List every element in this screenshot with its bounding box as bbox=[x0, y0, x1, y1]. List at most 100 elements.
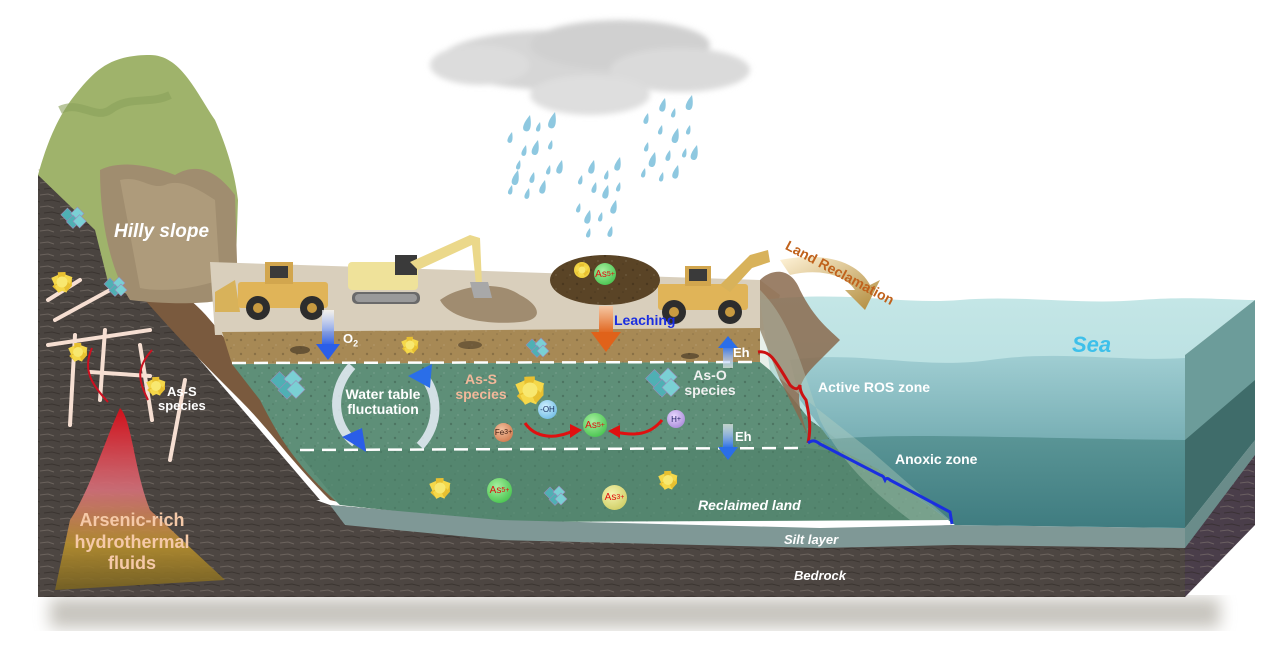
label-sea: Sea bbox=[1072, 332, 1112, 357]
raindrop bbox=[685, 95, 693, 110]
raindrop bbox=[507, 132, 513, 143]
leaching-arrow bbox=[591, 306, 621, 352]
eh-down-arrow bbox=[718, 424, 738, 460]
label-anoxic-zone: Anoxic zone bbox=[895, 451, 978, 467]
reclamation-fill bbox=[760, 271, 950, 520]
raindrop bbox=[556, 160, 563, 174]
raindrop bbox=[643, 142, 649, 152]
loader-right bbox=[658, 250, 770, 324]
ion-base: As bbox=[604, 492, 617, 503]
label-line: fluctuation bbox=[347, 401, 419, 418]
as-s-mineral-icon bbox=[401, 336, 419, 354]
raindrop bbox=[665, 150, 671, 161]
as-o-mineral-icon bbox=[270, 369, 306, 400]
raindrop bbox=[602, 185, 609, 199]
label-line: As-S bbox=[167, 384, 197, 399]
active-ros-zone-bracket bbox=[757, 350, 812, 444]
label-eh-top: Eh bbox=[733, 345, 750, 360]
raindrop bbox=[685, 125, 691, 135]
rain-cloud bbox=[430, 20, 750, 115]
hydrothermal-plume bbox=[55, 408, 225, 590]
raindrop bbox=[614, 157, 621, 171]
raindrop bbox=[588, 160, 595, 174]
ion-base: As bbox=[489, 485, 502, 496]
raindrop bbox=[539, 180, 546, 194]
raindrops bbox=[507, 95, 698, 238]
label-o2-sub: 2 bbox=[353, 338, 359, 349]
raindrop bbox=[643, 113, 649, 124]
label-bedrock: Bedrock bbox=[794, 568, 847, 583]
label-line: species bbox=[455, 386, 507, 403]
label-active-ros-zone: Active ROS zone bbox=[818, 379, 931, 395]
raindrop bbox=[521, 145, 527, 156]
as-o-mineral-icon bbox=[60, 206, 87, 229]
label-hydrothermal-fluids: Arsenic-rich hydrothermal fluids bbox=[64, 510, 200, 575]
label-line: As-O bbox=[693, 367, 727, 383]
label-line: species bbox=[684, 382, 736, 399]
raindrop bbox=[607, 226, 613, 237]
excavator bbox=[348, 235, 492, 304]
label-as-o-species: As-O species bbox=[680, 367, 740, 399]
as-s-mineral-icon bbox=[575, 263, 589, 277]
silt-layer bbox=[330, 505, 1185, 548]
raindrop bbox=[659, 98, 666, 112]
as-o-mineral-icon bbox=[543, 485, 568, 506]
raindrop bbox=[507, 185, 513, 195]
raindrop bbox=[548, 112, 556, 129]
bedrock-layer bbox=[38, 420, 1255, 597]
fluid-paths bbox=[87, 347, 153, 403]
ion-base: As bbox=[585, 419, 597, 431]
eh-up-arrow bbox=[718, 336, 738, 368]
label-silt-layer: Silt layer bbox=[784, 532, 839, 547]
raindrop bbox=[681, 148, 687, 158]
label-line: Arsenic-rich bbox=[79, 510, 185, 530]
ion-base: Fe bbox=[494, 428, 505, 437]
ion-base: -OH bbox=[540, 405, 555, 414]
label-o2: O2 bbox=[343, 331, 359, 349]
raindrop bbox=[535, 122, 541, 132]
sea bbox=[760, 296, 1255, 548]
label-reclaimed-land: Reclaimed land bbox=[698, 497, 801, 513]
raindrop bbox=[610, 200, 617, 214]
label-water-table-fluctuation: Water table fluctuation bbox=[343, 386, 423, 418]
land-reclamation-arrow bbox=[780, 256, 880, 310]
reaction-arrow-left bbox=[523, 422, 576, 438]
as-o-mineral-icon bbox=[103, 276, 128, 297]
ion-charge: 5+ bbox=[596, 421, 605, 429]
raindrop bbox=[529, 172, 535, 183]
raindrop bbox=[657, 125, 663, 135]
raindrop bbox=[671, 128, 679, 143]
as-s-mineral-icon bbox=[515, 376, 545, 405]
as-s-mineral-icon bbox=[429, 477, 451, 499]
water-table-fluctuation-arrows bbox=[332, 362, 440, 452]
anoxic-zone-bracket bbox=[807, 439, 954, 525]
upper-water-table-line bbox=[231, 360, 761, 365]
raindrop bbox=[603, 170, 609, 180]
label-o2-base: O bbox=[343, 331, 354, 346]
as-s-mineral-icon bbox=[51, 271, 73, 293]
o2-arrow bbox=[316, 310, 340, 360]
ion-charge: 3+ bbox=[616, 494, 625, 501]
mud-pool bbox=[440, 285, 537, 323]
raindrop bbox=[523, 115, 531, 132]
raindrop bbox=[640, 168, 646, 178]
label-line: fluids bbox=[108, 553, 156, 574]
as-o-mineral-icon bbox=[525, 337, 550, 358]
as-o-mineral-icon bbox=[645, 367, 681, 398]
label-line: hydrothermal bbox=[74, 531, 190, 552]
as-s-mineral-icon bbox=[146, 376, 166, 396]
label-hilly-slope: Hilly slope bbox=[114, 221, 210, 242]
label-as-s-species-left: As-S species bbox=[158, 384, 206, 414]
label-as-s-species-mid: As-S species bbox=[455, 371, 507, 403]
ion-base: As bbox=[595, 268, 607, 280]
topsoil-layer bbox=[222, 328, 760, 364]
raindrop bbox=[672, 165, 679, 179]
minerals bbox=[51, 206, 681, 506]
hill bbox=[38, 55, 238, 304]
ion-hydroxyl: -OH bbox=[538, 400, 557, 419]
reclaimed-land-layer bbox=[232, 362, 950, 522]
raindrop bbox=[615, 182, 621, 192]
